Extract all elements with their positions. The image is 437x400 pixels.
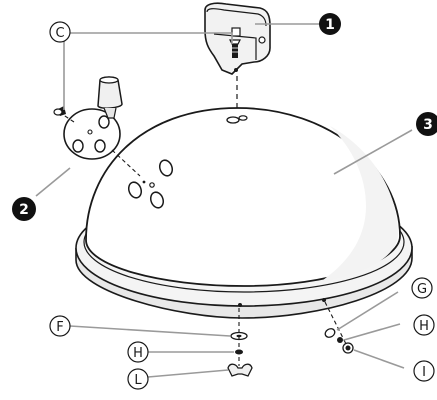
callout-f: F	[49, 315, 71, 337]
callout-1: 1	[319, 13, 341, 35]
svg-text:F: F	[56, 320, 63, 335]
svg-text:H: H	[419, 319, 429, 334]
svg-text:H: H	[133, 346, 143, 361]
lid-dome	[75, 107, 413, 319]
callout-h-left: H	[127, 341, 149, 363]
dome-top-hole	[226, 115, 248, 124]
lock-washer-h-right	[337, 337, 343, 343]
svg-text:2: 2	[19, 202, 29, 218]
callout-l: L	[127, 368, 149, 390]
svg-text:C: C	[55, 26, 64, 41]
dome-vent-holes	[127, 159, 174, 209]
lid-handle	[204, 2, 271, 75]
callout-i: I	[413, 360, 435, 382]
callout-c: C	[49, 21, 71, 43]
vent-axis-line	[61, 113, 75, 123]
callout-h-right: H	[413, 314, 435, 336]
leader-lines	[35, 23, 413, 378]
svg-text:L: L	[134, 373, 142, 388]
callout-2: 2	[12, 197, 36, 221]
svg-text:1: 1	[325, 17, 335, 33]
vent-axis-line-2	[111, 149, 141, 177]
svg-text:3: 3	[423, 117, 433, 133]
air-vent-damper	[63, 76, 123, 160]
right-axis-line	[324, 301, 351, 353]
svg-text:I: I	[422, 365, 426, 380]
callout-3: 3	[416, 112, 437, 136]
svg-text:G: G	[417, 282, 427, 297]
lid-dome-body	[85, 107, 401, 287]
callout-g: G	[411, 277, 433, 299]
lid-dome-shading	[320, 126, 398, 282]
washer-g	[324, 328, 336, 338]
wing-nut-l	[227, 363, 253, 377]
